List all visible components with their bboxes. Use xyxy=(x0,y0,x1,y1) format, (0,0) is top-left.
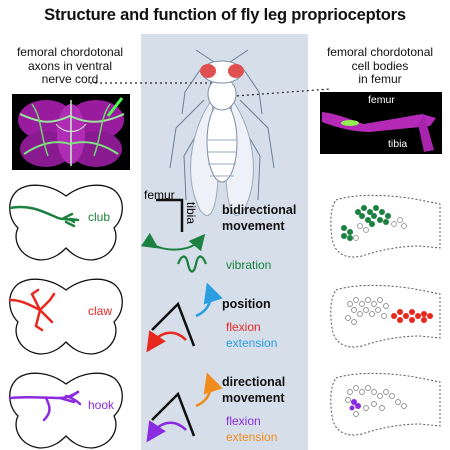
row-2-heading-line-1: position xyxy=(222,297,271,311)
row-2-extension-label: extension xyxy=(226,336,278,350)
claw-axon xyxy=(8,288,56,332)
joint-row-1 xyxy=(156,198,184,232)
left-top-label: femoral chordotonal axons in ventral ner… xyxy=(0,45,140,87)
fly-illustration xyxy=(169,49,275,216)
row-1-heading-line-1: bidirectional xyxy=(222,203,297,217)
flexion-arrow-purple xyxy=(146,420,187,443)
flexion-arrow-red xyxy=(146,330,187,353)
femur-inset-label: femur xyxy=(368,94,395,106)
joint-row-3 xyxy=(151,391,196,437)
club-axon xyxy=(8,205,80,228)
vibration-label: vibration xyxy=(226,258,272,272)
row-3-heading-line-1: directional xyxy=(222,375,286,389)
femur-outline-2 xyxy=(330,284,441,348)
extension-arrow-blue xyxy=(195,282,223,318)
row-1-heading: bidirectional movement xyxy=(222,202,296,234)
hook-label: hook xyxy=(88,398,115,412)
hook-axon xyxy=(8,390,82,422)
club-label: club xyxy=(88,210,111,224)
joint-row-2 xyxy=(151,301,196,347)
row-1-heading-line-2: movement xyxy=(222,219,285,233)
left-label-line-2: axons in ventral xyxy=(27,58,113,73)
vibration-wave xyxy=(176,255,208,273)
tibia-inset-label: tibia xyxy=(388,138,408,150)
row-3-heading-line-2: movement xyxy=(222,391,285,405)
row-3-heading: directional movement xyxy=(222,374,285,406)
tibia-axis-label: tibia xyxy=(184,202,198,225)
femur-micrograph: femur tibia xyxy=(320,92,442,154)
vnc-outline-2 xyxy=(9,278,123,355)
leader-lines xyxy=(90,82,331,98)
femur-axis-label: femur xyxy=(144,188,175,202)
leader-line-right xyxy=(221,88,331,98)
vibration-arrow xyxy=(140,232,206,252)
right-top-label: femoral chordotonal cell bodies in femur xyxy=(310,45,450,87)
row-2-heading: position xyxy=(222,296,271,312)
right-label-line-1: femoral chordotonal xyxy=(326,45,434,59)
row-3-extension-label: extension xyxy=(226,430,278,444)
right-label-line-3: in femur xyxy=(358,72,402,86)
right-label-line-2: cell bodies xyxy=(351,58,409,73)
femur-outline-1 xyxy=(330,194,441,258)
femur-outline-3 xyxy=(330,372,441,436)
left-label-line-3: nerve cord xyxy=(41,72,99,86)
row-3-flexion-label: flexion xyxy=(226,414,261,428)
row-2-flexion-label: flexion xyxy=(226,320,261,334)
vnc-outline-3 xyxy=(9,372,123,449)
vnc-micrograph xyxy=(12,94,130,170)
extension-arrow-orange xyxy=(195,372,223,408)
claw-label: claw xyxy=(88,304,113,318)
figure-title: Structure and function of fly leg propri… xyxy=(44,6,406,24)
left-label-line-1: femoral chordotonal xyxy=(16,45,124,59)
